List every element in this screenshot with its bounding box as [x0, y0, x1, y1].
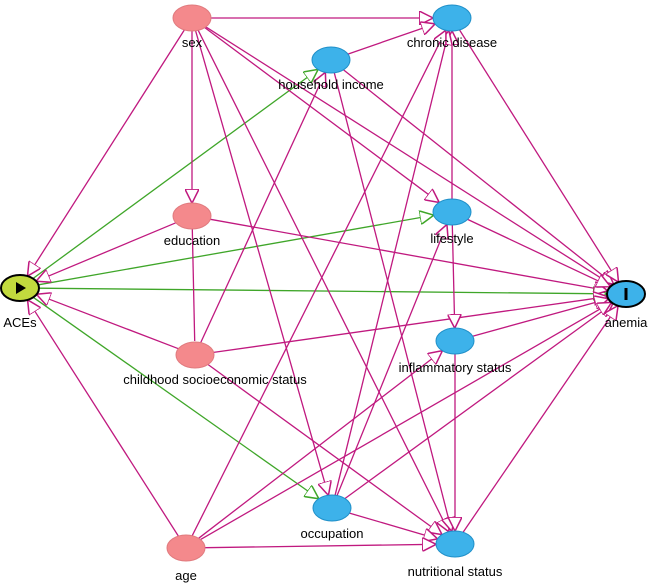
node-layer: sex education childhood socioeconomic stat… [0, 4, 648, 583]
node-label-childhood: childhood socioeconomic status [123, 372, 307, 387]
edge-aces-to-anemia [38, 288, 606, 294]
node-inflam[interactable]: inflammatory status [399, 327, 512, 375]
node-shape-nutrition[interactable] [435, 530, 475, 558]
edge-childhood-to-income [200, 73, 325, 343]
edge-occupation-to-nutrition [349, 512, 437, 539]
edge-aces-to-income [32, 70, 317, 280]
node-label-chronic: chronic disease [407, 35, 497, 50]
edge-education-to-childhood [191, 228, 196, 342]
edge-childhood-to-nutrition [207, 363, 441, 534]
node-label-anemia: anemia [605, 315, 648, 330]
node-anemia[interactable]: anemia [605, 280, 648, 330]
node-label-lifestyle: lifestyle [430, 231, 473, 246]
node-occupation[interactable]: occupation [301, 494, 364, 541]
edge-income-to-anemia [342, 69, 612, 284]
edge-aces-to-occupation [32, 296, 318, 498]
edge-lifestyle-to-inflam [452, 224, 454, 327]
node-label-income: household income [278, 77, 384, 92]
edge-childhood-to-anemia [213, 297, 607, 354]
edge-chronic-to-anemia [458, 29, 618, 281]
node-nutrition[interactable]: nutritional status [408, 530, 503, 579]
node-shape-age[interactable] [166, 534, 206, 562]
edge-aces-to-lifestyle [38, 215, 432, 286]
node-aces[interactable]: ACEs [0, 274, 40, 330]
node-shape-occupation[interactable] [312, 494, 352, 522]
edge-occupation-to-anemia [344, 304, 612, 500]
edge-inflam-to-anemia [472, 299, 608, 337]
node-shape-sex[interactable] [172, 4, 212, 32]
node-label-age: age [175, 568, 197, 583]
play-icon [16, 282, 26, 294]
node-shape-childhood[interactable] [175, 341, 215, 369]
edge-age-to-anemia [200, 303, 611, 541]
node-childhood[interactable]: childhood socioeconomic status [123, 341, 307, 387]
edge-sex-to-lifestyle [204, 27, 438, 202]
edge-age-to-aces [28, 301, 179, 537]
node-sex[interactable]: sex [172, 4, 212, 50]
edge-income-to-chronic [347, 24, 434, 55]
edge-sex-to-anemia [205, 26, 611, 285]
node-shape-education[interactable] [172, 202, 212, 230]
node-label-aces: ACEs [3, 315, 37, 330]
edge-sex-to-nutrition [197, 30, 448, 531]
node-lifestyle[interactable]: lifestyle [430, 198, 474, 246]
node-label-sex: sex [182, 35, 203, 50]
node-chronic[interactable]: chronic disease [407, 4, 497, 50]
edge-sex-to-aces [28, 29, 185, 275]
edge-age-to-inflam [198, 351, 442, 539]
node-shape-chronic[interactable] [432, 4, 472, 32]
edge-age-to-chronic [191, 31, 445, 536]
node-shape-income[interactable] [311, 46, 351, 74]
node-education[interactable]: education [164, 202, 220, 248]
edge-education-to-aces [37, 222, 177, 281]
edge-education-to-anemia [210, 218, 606, 290]
edge-nutrition-to-anemia [462, 307, 617, 533]
edge-sex-to-occupation [194, 30, 329, 495]
edge-income-to-nutrition [333, 72, 451, 530]
edge-layer [28, 18, 618, 548]
node-age[interactable]: age [166, 534, 206, 583]
node-label-nutrition: nutritional status [408, 564, 503, 579]
node-income[interactable]: household income [278, 46, 384, 92]
node-shape-inflam[interactable] [435, 327, 475, 355]
edge-age-to-nutrition [204, 544, 435, 547]
edge-childhood-to-aces [38, 295, 179, 350]
bar-icon [624, 288, 628, 300]
node-label-inflam: inflammatory status [399, 360, 512, 375]
node-label-education: education [164, 233, 220, 248]
edge-lifestyle-to-anemia [467, 218, 610, 286]
node-shape-lifestyle[interactable] [432, 198, 472, 226]
node-label-occupation: occupation [301, 526, 364, 541]
